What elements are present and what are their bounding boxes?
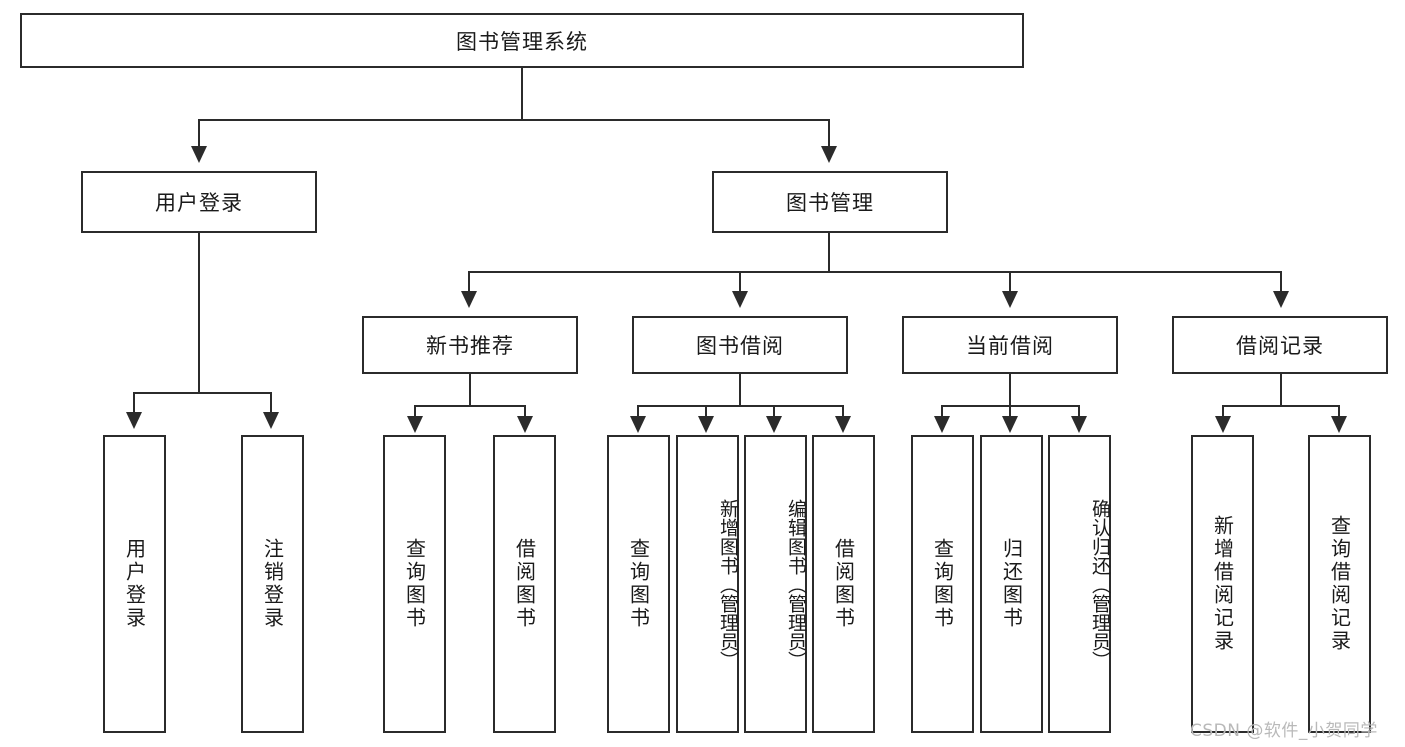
connector-root-to-user-login: [198, 119, 200, 149]
node-borrow-record[interactable]: 借阅记录: [1172, 316, 1388, 374]
connector-current-borrow-leaf3: [1078, 405, 1080, 421]
node-label: 确认归还（管理员）: [1089, 498, 1111, 670]
node-label: 用户登录: [122, 538, 147, 630]
arrow-user-login-leaf2: [263, 412, 279, 429]
node-label: 借阅图书: [831, 538, 856, 630]
connector-borrow-record-stem: [1280, 374, 1282, 406]
node-user-login[interactable]: 用户登录: [81, 171, 317, 233]
node-label: 新增图书（管理员）: [717, 498, 739, 670]
leaf-record-query-borrow-record[interactable]: 查询借阅记录: [1308, 435, 1371, 733]
connector-book-manage-to-record: [1280, 271, 1282, 293]
connector-new-book-leaf2: [524, 405, 526, 421]
arrow-current-borrow-leaf2: [1002, 416, 1018, 433]
connector-user-login-leaf1: [133, 392, 135, 414]
arrow-root-to-book-manage: [821, 146, 837, 163]
connector-book-borrow-bus: [637, 405, 844, 407]
connector-new-book-bus: [414, 405, 526, 407]
connector-current-borrow-leaf1: [941, 405, 943, 421]
connector-book-borrow-leaf4: [842, 405, 844, 421]
node-label: 查询借阅记录: [1327, 515, 1352, 653]
node-label: 借阅记录: [1236, 334, 1324, 358]
arrow-new-book-leaf2: [517, 416, 533, 433]
arrow-book-borrow-leaf2: [698, 416, 714, 433]
node-label: 借阅图书: [512, 538, 537, 630]
leaf-recommend-query-book[interactable]: 查询图书: [383, 435, 446, 733]
arrow-book-manage-to-borrow: [732, 291, 748, 308]
connector-book-manage-bus: [468, 271, 1282, 273]
connector-book-borrow-leaf2: [705, 405, 707, 421]
connector-user-login-stem: [198, 233, 200, 393]
arrow-book-borrow-leaf4: [835, 416, 851, 433]
connector-book-manage-to-current: [1009, 271, 1011, 293]
node-current-borrow[interactable]: 当前借阅: [902, 316, 1118, 374]
arrow-book-borrow-leaf1: [630, 416, 646, 433]
arrow-borrow-record-leaf2: [1331, 416, 1347, 433]
node-label: 注销登录: [260, 538, 285, 630]
arrow-root-to-user-login: [191, 146, 207, 163]
arrow-book-manage-to-new-book: [461, 291, 477, 308]
connector-new-book-leaf1: [414, 405, 416, 421]
node-label: 新增借阅记录: [1210, 515, 1235, 653]
arrow-new-book-leaf1: [407, 416, 423, 433]
leaf-user-login[interactable]: 用户登录: [103, 435, 166, 733]
node-label: 图书管理: [786, 191, 874, 215]
node-label: 用户登录: [155, 191, 243, 215]
connector-book-manage-to-new-book: [468, 271, 470, 293]
leaf-current-confirm-return-admin[interactable]: 确认归还（管理员）: [1048, 435, 1111, 733]
arrow-current-borrow-leaf3: [1071, 416, 1087, 433]
leaf-recommend-borrow-book[interactable]: 借阅图书: [493, 435, 556, 733]
arrow-current-borrow-leaf1: [934, 416, 950, 433]
arrow-user-login-leaf1: [126, 412, 142, 429]
connector-borrow-record-leaf2: [1338, 405, 1340, 421]
node-label: 查询图书: [626, 538, 651, 630]
connector-book-borrow-leaf3: [773, 405, 775, 421]
leaf-borrow-edit-book-admin[interactable]: 编辑图书（管理员）: [744, 435, 807, 733]
connector-new-book-stem: [469, 374, 471, 406]
connector-borrow-record-bus: [1222, 405, 1340, 407]
connector-book-manage-to-borrow: [739, 271, 741, 293]
node-label: 归还图书: [999, 538, 1024, 630]
node-label: 新书推荐: [426, 334, 514, 358]
connector-current-borrow-stem: [1009, 374, 1011, 406]
leaf-current-return-book[interactable]: 归还图书: [980, 435, 1043, 733]
connector-user-login-bus: [133, 392, 270, 394]
connector-book-manage-stem: [828, 233, 830, 272]
csdn-watermark: CSDN @软件_小贺同学: [1190, 721, 1378, 741]
connector-root-bus: [198, 119, 829, 121]
node-label: 图书借阅: [696, 334, 784, 358]
leaf-record-add-borrow-record[interactable]: 新增借阅记录: [1191, 435, 1254, 733]
connector-root-to-book-manage: [828, 119, 830, 149]
node-label: 当前借阅: [966, 334, 1054, 358]
node-label: 编辑图书（管理员）: [785, 498, 807, 670]
arrow-book-manage-to-record: [1273, 291, 1289, 308]
connector-root-stem: [521, 68, 523, 120]
connector-user-login-leaf2: [270, 392, 272, 414]
leaf-logout[interactable]: 注销登录: [241, 435, 304, 733]
node-book-management[interactable]: 图书管理: [712, 171, 948, 233]
node-root-library-system[interactable]: 图书管理系统: [20, 13, 1024, 68]
node-label: 查询图书: [402, 538, 427, 630]
leaf-current-query-book[interactable]: 查询图书: [911, 435, 974, 733]
arrow-book-manage-to-current: [1002, 291, 1018, 308]
node-new-book-recommend[interactable]: 新书推荐: [362, 316, 578, 374]
connector-borrow-record-leaf1: [1222, 405, 1224, 421]
connector-book-borrow-stem: [739, 374, 741, 406]
arrow-book-borrow-leaf3: [766, 416, 782, 433]
leaf-borrow-query-book[interactable]: 查询图书: [607, 435, 670, 733]
node-label: 查询图书: [930, 538, 955, 630]
connector-current-borrow-leaf2: [1009, 405, 1011, 421]
arrow-borrow-record-leaf1: [1215, 416, 1231, 433]
node-book-borrow[interactable]: 图书借阅: [632, 316, 848, 374]
leaf-borrow-borrow-book[interactable]: 借阅图书: [812, 435, 875, 733]
connector-book-borrow-leaf1: [637, 405, 639, 421]
node-label: 图书管理系统: [456, 29, 588, 54]
leaf-borrow-add-book-admin[interactable]: 新增图书（管理员）: [676, 435, 739, 733]
